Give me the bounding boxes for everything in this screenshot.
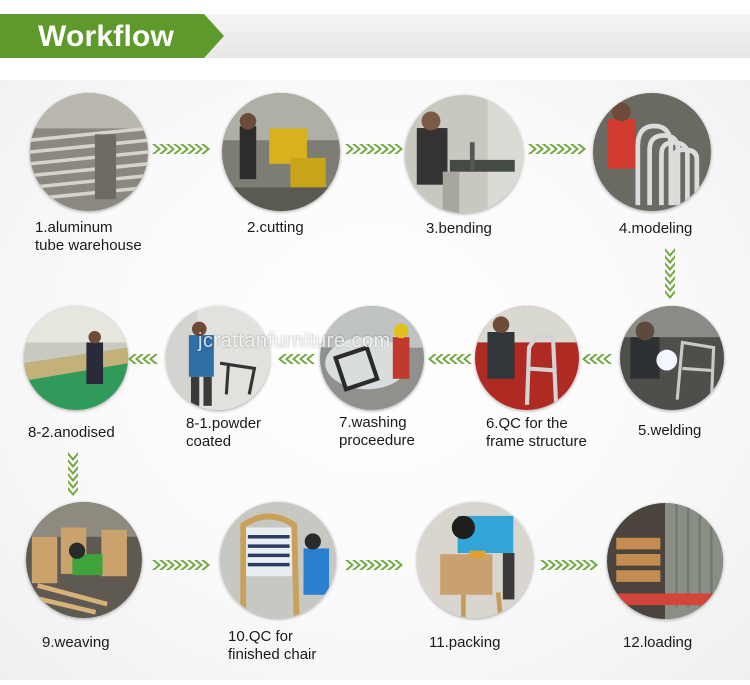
arrow-down-4-5 bbox=[665, 248, 675, 299]
watermark-text: jcrattanfurniture.com bbox=[198, 330, 391, 352]
photo-qc-finished-chair bbox=[220, 502, 336, 618]
photo-bending bbox=[405, 95, 523, 213]
photo-powder-coated bbox=[166, 306, 270, 410]
step-label-2: 2.cutting bbox=[247, 219, 304, 236]
photo-qc-frame bbox=[475, 306, 579, 410]
step-label-8-1: 8-1.powder coated bbox=[186, 415, 262, 450]
photo-welding bbox=[620, 306, 724, 410]
page-title: Workflow bbox=[38, 20, 175, 53]
step-label-1: 1.aluminum tube warehouse bbox=[35, 219, 142, 254]
arrow-right-10-11 bbox=[345, 560, 403, 570]
arrow-left-7-to-8-1 bbox=[278, 354, 315, 364]
photo-packing bbox=[417, 502, 533, 618]
arrow-down-8-2-9 bbox=[68, 452, 78, 496]
photo-aluminum-tube-warehouse bbox=[30, 93, 148, 211]
photo-cutting bbox=[222, 93, 340, 211]
photo-modeling bbox=[593, 93, 711, 211]
arrow-right-9-10 bbox=[152, 560, 210, 570]
arrow-left-6-to-7 bbox=[428, 354, 472, 364]
step-label-5: 5.welding bbox=[638, 422, 702, 439]
step-label-12: 12.loading bbox=[623, 634, 693, 651]
step-label-8-2: 8-2.anodised bbox=[28, 424, 115, 441]
photo-anodised bbox=[24, 306, 128, 410]
photo-washing bbox=[320, 306, 424, 410]
step-label-3: 3.bending bbox=[426, 220, 492, 237]
step-label-4: 4.modeling bbox=[619, 220, 693, 237]
photo-weaving bbox=[26, 502, 142, 618]
arrow-right-3-4 bbox=[528, 144, 586, 154]
title-banner: Workflow bbox=[0, 14, 224, 58]
arrow-right-1-2 bbox=[152, 144, 210, 154]
arrow-right-11-12 bbox=[540, 560, 598, 570]
step-label-9: 9.weaving bbox=[42, 634, 110, 651]
arrow-right-2-3 bbox=[345, 144, 403, 154]
step-label-10: 10.QC for finished chair bbox=[228, 628, 317, 663]
step-label-6: 6.QC for the frame structure bbox=[486, 415, 587, 450]
step-label-11: 11.packing bbox=[429, 634, 501, 651]
arrow-left-5-to-6 bbox=[582, 354, 612, 364]
photo-loading bbox=[607, 503, 723, 619]
step-label-7: 7.washing proceedure bbox=[339, 414, 415, 449]
arrow-left-8-1-to-8-2 bbox=[128, 354, 158, 364]
